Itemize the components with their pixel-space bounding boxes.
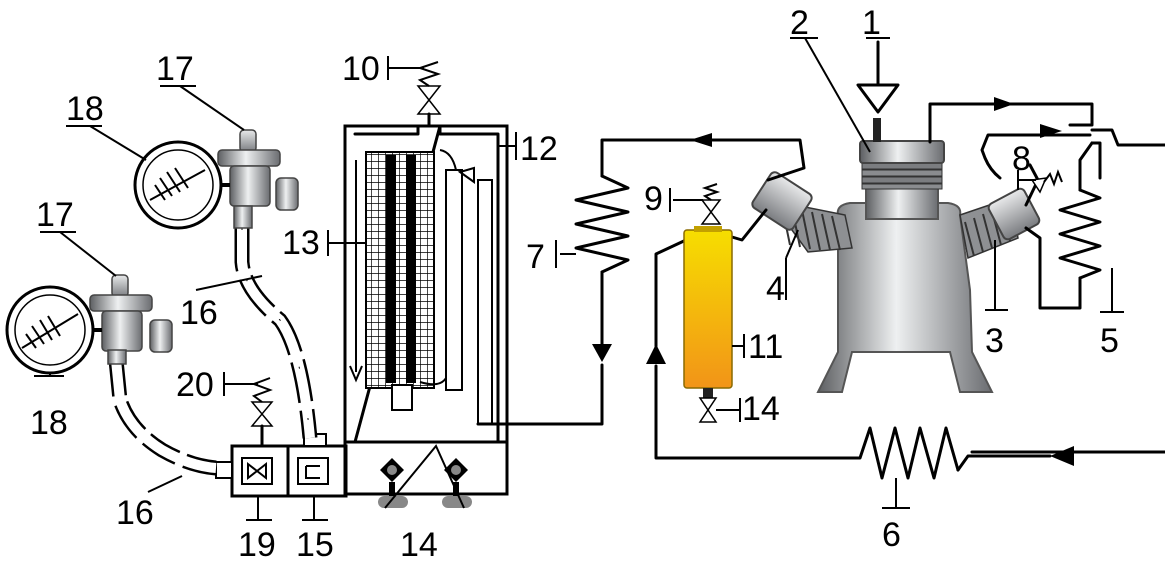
label-11: 11 bbox=[748, 328, 783, 366]
label-18-lower: 18 bbox=[30, 404, 68, 442]
label-8: 8 bbox=[1012, 140, 1031, 178]
label-17-upper: 17 bbox=[156, 50, 194, 88]
filter-element bbox=[365, 151, 435, 389]
label-10: 10 bbox=[342, 50, 380, 88]
left-cylinder bbox=[751, 171, 853, 253]
label-14-drain: 14 bbox=[742, 390, 780, 428]
label-6: 6 bbox=[882, 516, 901, 554]
compressor bbox=[751, 118, 1041, 393]
intake-filter-icon bbox=[856, 40, 900, 114]
label-17-lower: 17 bbox=[36, 196, 74, 234]
label-9: 9 bbox=[644, 180, 663, 218]
label-20: 20 bbox=[176, 366, 214, 404]
label-14-bottom: 14 bbox=[400, 526, 438, 563]
drain-valve-icon bbox=[378, 458, 408, 508]
arrow-left-icon bbox=[1050, 446, 1074, 466]
label-12: 12 bbox=[520, 130, 558, 168]
label-16-lower: 16 bbox=[116, 494, 154, 532]
label-2: 2 bbox=[790, 4, 809, 42]
regulator-upper bbox=[217, 129, 299, 229]
label-16-upper: 16 bbox=[180, 294, 218, 332]
crankcase bbox=[816, 202, 994, 393]
label-3: 3 bbox=[985, 322, 1004, 360]
arrow-right-icon bbox=[1040, 124, 1062, 138]
hose bbox=[108, 359, 217, 476]
air-receiver bbox=[683, 226, 740, 423]
safety-valve-20-icon bbox=[224, 377, 274, 448]
label-15: 15 bbox=[296, 526, 334, 563]
leader-lines bbox=[34, 37, 1124, 509]
arrow-up-icon bbox=[646, 344, 666, 364]
cooling-fins bbox=[861, 162, 943, 190]
safety-valve-8-icon bbox=[1018, 169, 1063, 194]
pressure-gauge-upper bbox=[133, 140, 230, 230]
cylinder-head bbox=[859, 140, 945, 164]
piping bbox=[476, 102, 1165, 480]
distribution-blocks bbox=[215, 433, 348, 521]
drain-valve-icon bbox=[442, 458, 472, 508]
hose bbox=[234, 228, 318, 439]
label-1: 1 bbox=[862, 4, 881, 42]
label-19: 19 bbox=[238, 526, 276, 563]
cylinder bbox=[865, 184, 939, 220]
arrow-left-icon bbox=[690, 133, 712, 147]
intake-stub bbox=[873, 118, 881, 142]
safety-valve-10-icon bbox=[388, 61, 442, 128]
arrow-right-icon bbox=[994, 97, 1014, 111]
arrow-down-icon bbox=[592, 344, 612, 362]
pressure-gauge-lower bbox=[5, 285, 102, 375]
label-5: 5 bbox=[1100, 322, 1119, 360]
safety-valve-9-icon bbox=[673, 183, 722, 225]
filter-separator-housing bbox=[343, 124, 509, 509]
label-18-upper: 18 bbox=[66, 90, 104, 128]
regulator-lower bbox=[89, 274, 173, 365]
label-7: 7 bbox=[526, 238, 545, 276]
label-13: 13 bbox=[282, 224, 320, 262]
label-4: 4 bbox=[766, 270, 785, 308]
flow-arrows bbox=[592, 97, 1074, 466]
callout-labels: 1 2 3 4 5 6 7 8 9 10 11 12 13 14 14 15 1… bbox=[30, 4, 1119, 564]
